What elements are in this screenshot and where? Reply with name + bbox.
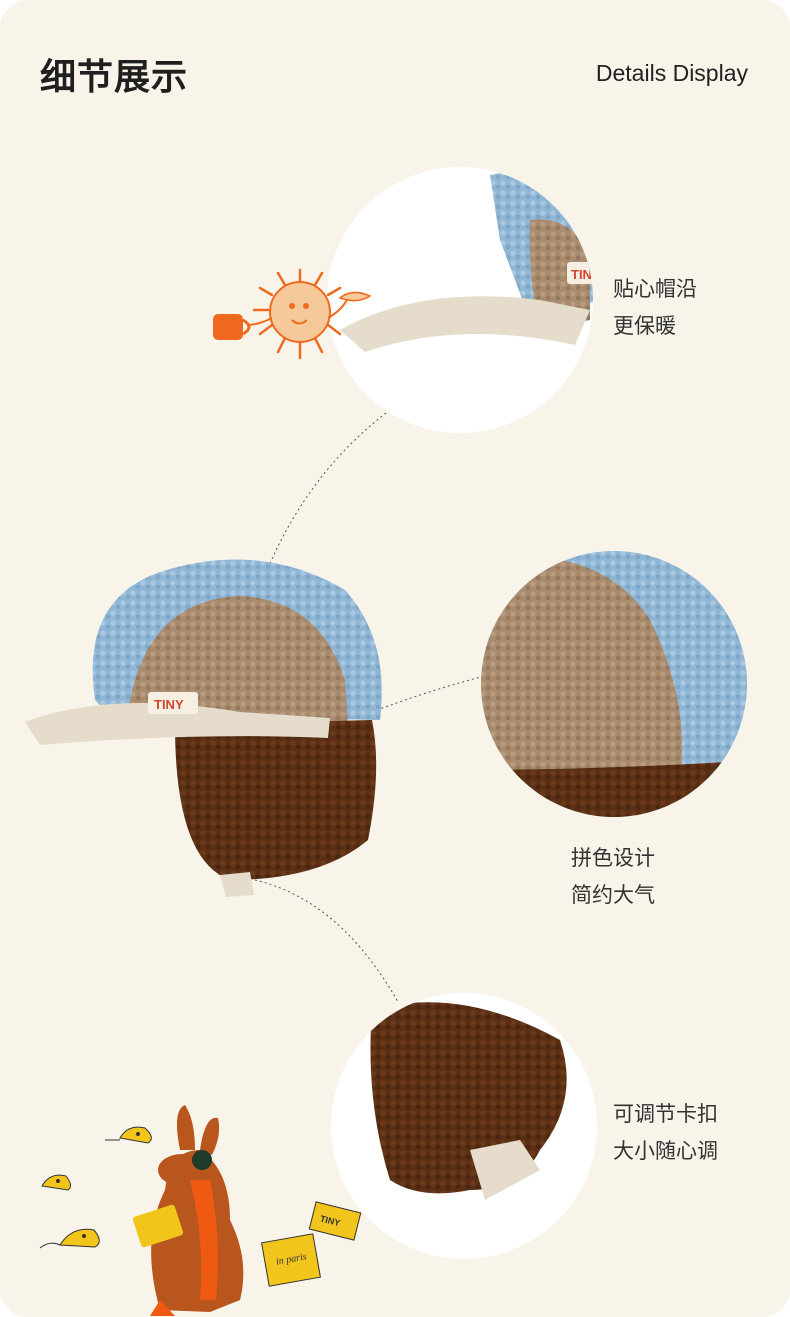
hat-product-image: TINY	[25, 559, 382, 897]
caption-colorblock-line1: 拼色设计	[571, 846, 655, 870]
detail-circle-colorblock	[481, 551, 747, 817]
detail-circle-buckle	[331, 993, 597, 1259]
caption-brim-line1: 贴心帽沿	[613, 277, 697, 301]
book-title-text: in paris	[275, 1251, 307, 1267]
caption-colorblock-line2: 简约大气	[571, 883, 655, 907]
sun-doodle	[213, 268, 372, 360]
detail-circle-brim: TINY	[327, 167, 601, 433]
connector-line-bottom	[254, 879, 399, 1003]
caption-brim-line2: 更保暖	[613, 314, 676, 338]
kangaroo-doodle	[132, 1105, 244, 1316]
caption-colorblock: 拼色设计 简约大气	[571, 840, 655, 914]
caption-brim: 贴心帽沿 更保暖	[613, 271, 697, 345]
caption-buckle-line2: 大小随心调	[613, 1139, 718, 1163]
bird-doodle-1	[105, 1126, 152, 1144]
book-tiny: TINY	[308, 1201, 362, 1241]
caption-buckle-line1: 可调节卡扣	[613, 1102, 718, 1126]
connector-line-middle	[371, 675, 486, 713]
page-subtitle: Details Display	[595, 60, 748, 86]
caption-buckle: 可调节卡扣 大小随心调	[613, 1096, 718, 1170]
book-label-text: TINY	[319, 1213, 341, 1228]
hat-label-text: TINY	[571, 267, 601, 282]
bird-doodle-2	[41, 1174, 72, 1191]
book-in-paris: in paris	[260, 1233, 322, 1287]
bird-doodle-3	[39, 1228, 100, 1249]
hat-main-label: TINY	[154, 697, 184, 712]
connector-line-top	[267, 409, 391, 569]
page-title: 细节展示	[40, 57, 189, 98]
